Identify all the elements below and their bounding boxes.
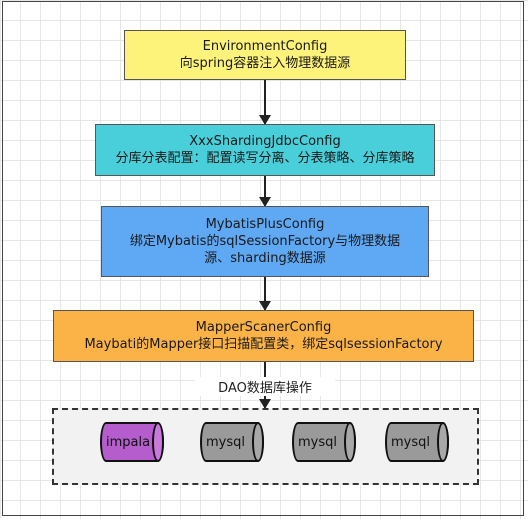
database-cylinder-mysql[interactable]: mysql — [385, 422, 449, 462]
node-description: 向spring容器注入物理数据源 — [179, 56, 351, 71]
node-title: XxxShardingJdbcConfig — [189, 134, 341, 149]
node-sharding-jdbc-config[interactable]: XxxShardingJdbcConfig 分库分表配置：配置读写分离、分表策略… — [95, 124, 435, 176]
database-label: mysql — [298, 434, 337, 450]
node-title: EnvironmentConfig — [202, 39, 328, 54]
node-title: MapperScanerConfig — [195, 320, 332, 335]
node-description: 分库分表配置：配置读写分离、分表策略、分库策略 — [115, 151, 415, 166]
database-cylinder-impala[interactable]: impala — [100, 422, 164, 462]
database-label: mysql — [391, 434, 430, 450]
node-description-line2: 源、sharding数据源 — [204, 251, 326, 266]
database-label: impala — [106, 434, 151, 450]
database-cylinder-mysql[interactable]: mysql — [292, 422, 356, 462]
node-description: 绑定Mybatis的sqlSessionFactory与物理数据 — [129, 234, 401, 249]
node-environment-config[interactable]: EnvironmentConfig 向spring容器注入物理数据源 — [124, 30, 406, 80]
node-title: MybatisPlusConfig — [205, 217, 325, 232]
flow-arrow — [259, 176, 271, 207]
edge-label-dao: DAO数据库操作 — [195, 377, 335, 396]
node-mybatis-plus-config[interactable]: MybatisPlusConfig 绑定Mybatis的sqlSessionFa… — [101, 206, 429, 277]
node-description: Maybati的Mapper接口扫描配置类，绑定sqlsessionFactor… — [84, 337, 443, 352]
flow-arrow — [259, 277, 271, 311]
database-cylinder-mysql[interactable]: mysql — [200, 422, 264, 462]
database-group: impala mysql mysql mysql — [52, 408, 479, 485]
flow-arrow — [259, 80, 271, 125]
node-mapper-scaner-config[interactable]: MapperScanerConfig Maybati的Mapper接口扫描配置类… — [53, 310, 474, 362]
database-label: mysql — [206, 434, 245, 450]
